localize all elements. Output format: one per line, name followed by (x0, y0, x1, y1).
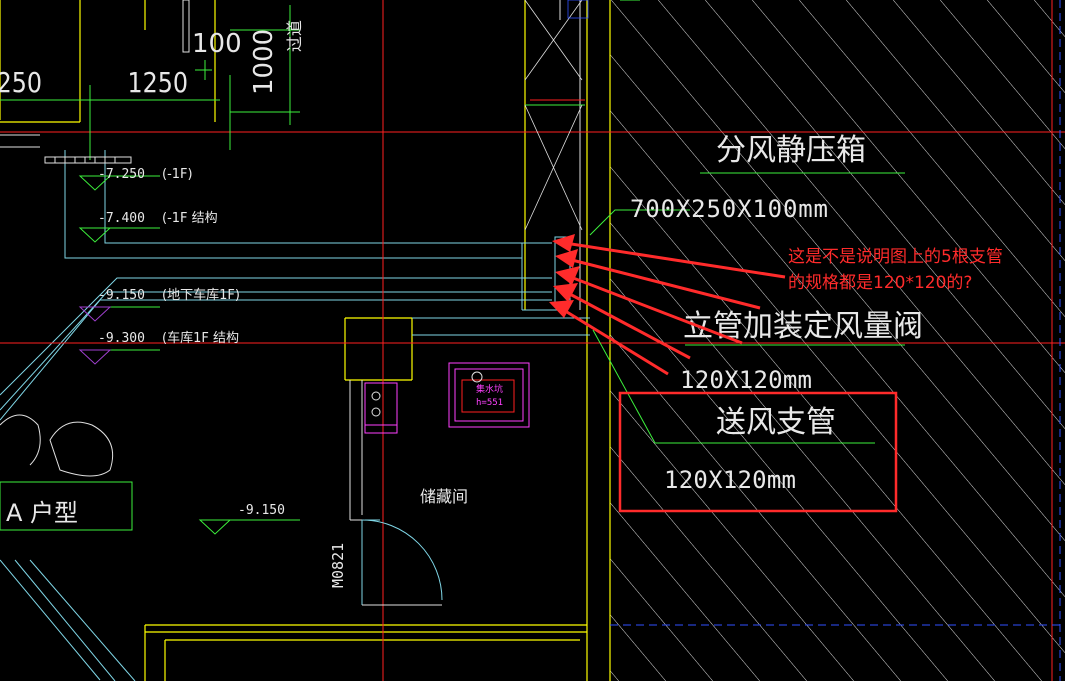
storage-room-label: 储藏间 (420, 487, 468, 506)
elevation-label-3: (地下车库1F) (162, 287, 240, 303)
unit-type-label: A 户型 (6, 499, 78, 527)
plenum-box-size: 700X250X100mm (630, 195, 828, 223)
cyan-duct-lines (0, 150, 590, 681)
elevation-label-1: (-1F) (162, 167, 193, 182)
supply-branch-size: 120X120mm (664, 466, 796, 494)
elevation-texts: -7.250 (-1F) -7.400 (-1F 结构 -9.150 (地下车库… (98, 167, 285, 518)
annotation-highlight-box (618, 391, 898, 513)
elevation-value-4: -9.300 (98, 331, 145, 346)
riser-damper-size: 120X120mm (680, 366, 812, 394)
plenum-box-title: 分风静压箱 (716, 133, 866, 168)
door-swing (361, 519, 443, 606)
elevation-label-4: (车库1F 结构 (162, 330, 239, 346)
supply-branch-title: 送风支管 (716, 405, 836, 440)
elevation-value-2: -7.400 (98, 211, 145, 226)
equipment-label: 集水坑 (476, 383, 503, 395)
dim-1250: 1250 (128, 67, 189, 99)
white-wall-lines (0, 0, 581, 521)
pipe-segment (44, 0, 190, 164)
elevation-value-5: -9.150 (238, 503, 285, 518)
yellow-wall-lines (0, 0, 611, 681)
elevation-label-2: (-1F 结构 (162, 211, 218, 226)
dim-100: 100 (192, 29, 242, 59)
elevation-value-3: -9.150 (98, 288, 145, 303)
sump-equipment: 集水坑 h=551 (448, 362, 530, 428)
question-annotation: 这是不是说明图上的5根支管 的规格都是120*120的? (788, 247, 1003, 293)
dim-1000: 1000 (249, 29, 279, 95)
corridor-label: 过道 (285, 20, 304, 52)
door-code-label: M0821 (329, 543, 347, 588)
dim-250: 250 (0, 67, 42, 99)
question-line-2: 的规格都是120*120的? (788, 273, 972, 293)
hatched-wall-region (610, 0, 1065, 681)
riser-shaft (524, 0, 589, 231)
elevation-value-1: -7.250 (98, 167, 145, 182)
question-line-1: 这是不是说明图上的5根支管 (788, 247, 1003, 267)
riser-damper-title: 立管加装定风量阀 (683, 309, 923, 344)
blue-dashed-lines (610, 0, 1065, 681)
green-dimension-lines (0, 0, 905, 531)
elevation-markers (78, 175, 232, 535)
dimension-texts: 250 1250 100 1000 过道 (0, 20, 304, 100)
main-labels: 分风静压箱 700X250X100mm 立管加装定风量阀 120X120mm 送… (6, 133, 923, 588)
annotation-arrows (549, 234, 786, 376)
fixture-shapes (0, 414, 114, 477)
equipment-height-label: h=551 (476, 398, 503, 408)
column-element (364, 382, 398, 434)
